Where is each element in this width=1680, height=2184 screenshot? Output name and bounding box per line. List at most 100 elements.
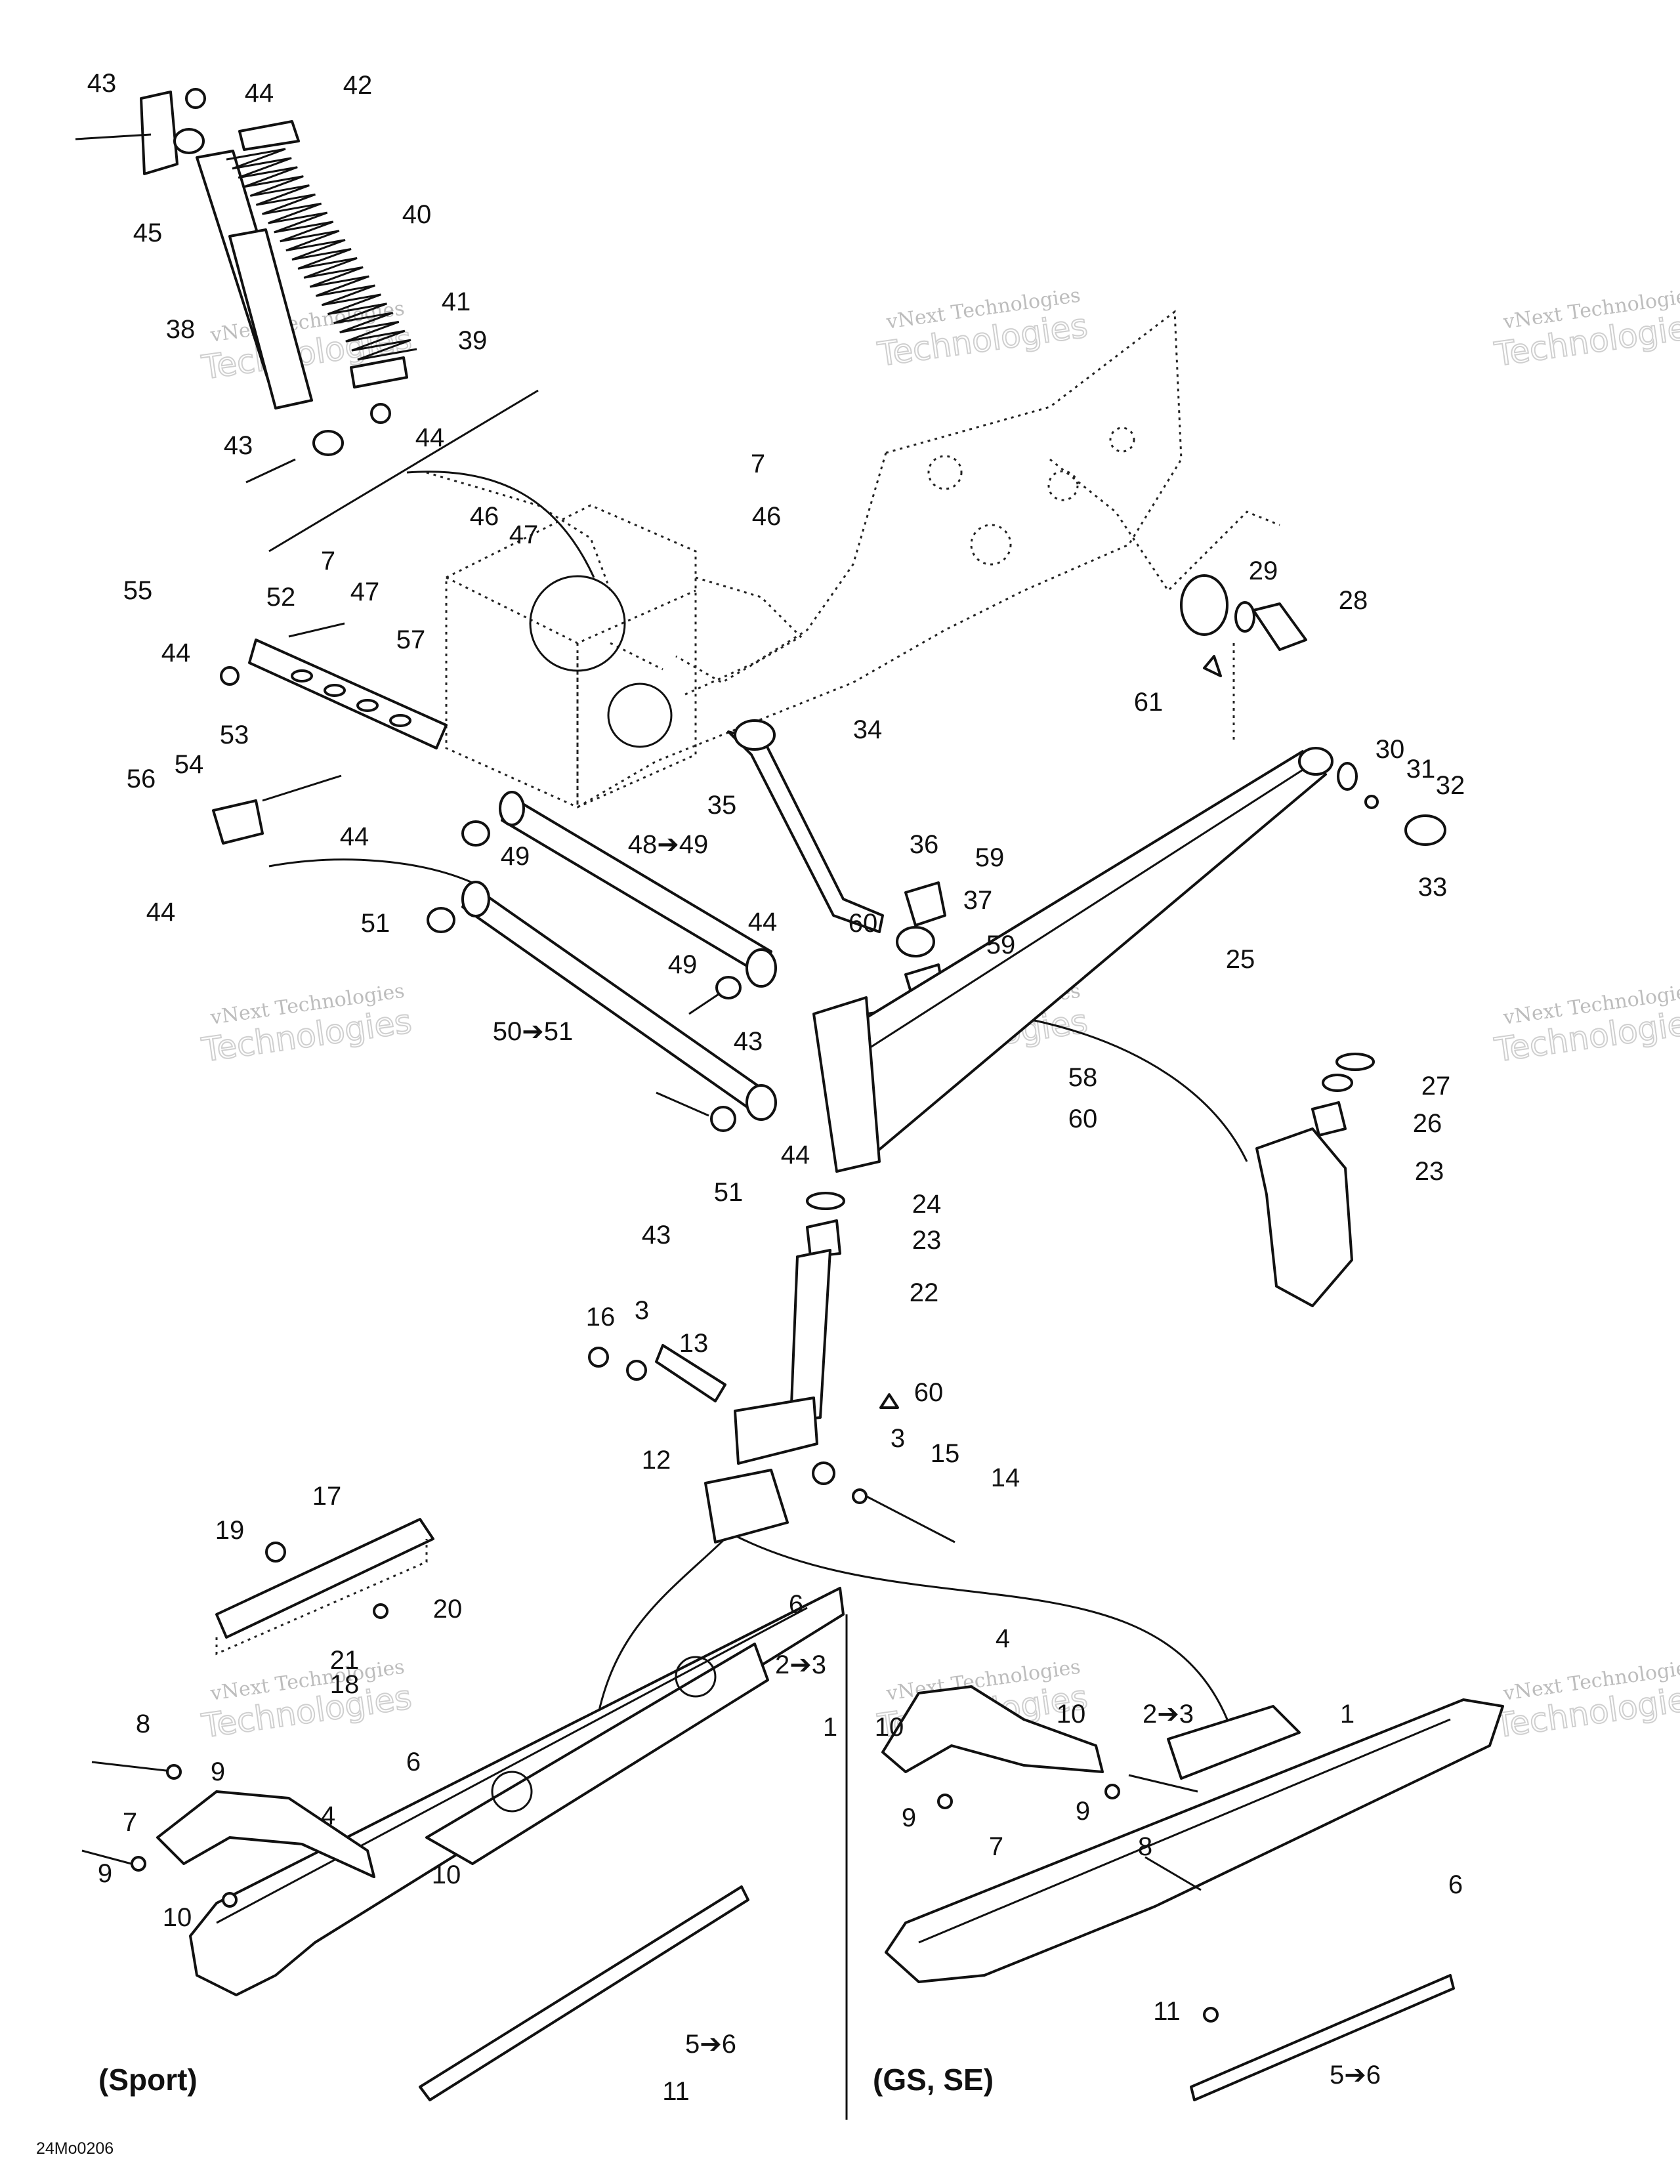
callout-label: 46 xyxy=(752,502,782,531)
callout-label: 44 xyxy=(245,79,274,108)
callout-label: 3 xyxy=(635,1296,649,1325)
callout-label: 10 xyxy=(432,1860,461,1889)
callout-label: 56 xyxy=(127,765,156,793)
trailing-arms xyxy=(427,791,777,1132)
callout-label: 48➔49 xyxy=(628,830,709,859)
suspension-beam xyxy=(812,747,1446,1173)
callout-label: 44 xyxy=(340,822,369,851)
callout-label: 57 xyxy=(396,625,426,654)
callout-label: 32 xyxy=(1436,771,1465,800)
callout-label: 11 xyxy=(662,2077,690,2106)
callout-label: 3 xyxy=(891,1424,905,1453)
callout-label: 52 xyxy=(266,583,296,612)
callout-label: 43 xyxy=(87,69,117,98)
callout-label: 38 xyxy=(166,315,196,344)
callout-label: 23 xyxy=(912,1226,942,1255)
callout-label: 42 xyxy=(343,71,373,100)
callout-label: 5➔6 xyxy=(685,2030,736,2059)
callout-label: 61 xyxy=(1134,688,1164,717)
callout-label: 49 xyxy=(501,842,530,871)
callout-label: 59 xyxy=(986,931,1016,959)
callout-label: 2➔3 xyxy=(1143,1700,1194,1729)
callout-label: 6 xyxy=(1448,1870,1463,1899)
callout-label: 45 xyxy=(133,219,163,247)
callout-label: 7 xyxy=(751,450,765,478)
callout-label: 9 xyxy=(902,1803,916,1832)
spindle-inset xyxy=(1255,1053,1375,1307)
callout-label: 21 xyxy=(330,1646,360,1675)
callout-label: 14 xyxy=(991,1463,1020,1492)
callout-label: 4 xyxy=(321,1801,335,1830)
callout-label: 44 xyxy=(748,908,778,936)
callout-label: 47 xyxy=(509,520,539,549)
callout-label: 10 xyxy=(875,1713,904,1742)
pivot-bushings xyxy=(1180,574,1307,677)
callout-label: 33 xyxy=(1418,873,1448,902)
callout-label: 44 xyxy=(415,423,445,452)
callout-label: 1 xyxy=(823,1713,837,1742)
callout-label: 24 xyxy=(912,1190,942,1219)
variant-label: (GS, SE) xyxy=(873,2063,994,2097)
drawing-reference-code: 24Mo0206 xyxy=(36,2139,114,2158)
callout-label: 60 xyxy=(849,909,878,938)
callout-label: 51 xyxy=(714,1178,744,1207)
callout-label: 7 xyxy=(321,547,335,576)
callout-label: 44 xyxy=(781,1141,810,1169)
chassis-bracket-box xyxy=(445,504,697,808)
variant-labels: (Sport) (GS, SE) xyxy=(98,2063,994,2097)
callout-label: 43 xyxy=(642,1221,671,1250)
callout-label: 8 xyxy=(136,1710,150,1738)
callout-label: 58 xyxy=(1068,1063,1098,1092)
callout-label: 16 xyxy=(586,1303,616,1332)
callout-label: 43 xyxy=(734,1027,763,1056)
callout-label: 43 xyxy=(224,431,253,460)
callout-label: 4 xyxy=(996,1624,1010,1653)
callout-label: 19 xyxy=(215,1516,245,1545)
gs-se-ski xyxy=(881,1685,1504,2101)
spindle xyxy=(588,1192,956,1544)
callout-label: 15 xyxy=(931,1439,960,1468)
coil-spring xyxy=(226,120,417,424)
callout-label: 28 xyxy=(1339,586,1368,615)
callout-label: 59 xyxy=(975,843,1005,872)
callout-label: 44 xyxy=(161,639,191,667)
callout-label: 22 xyxy=(910,1278,939,1307)
callout-label: 41 xyxy=(442,287,471,316)
runner-inset xyxy=(215,1518,434,1656)
callout-label: 6 xyxy=(789,1590,803,1619)
callout-label: 9 xyxy=(211,1757,225,1786)
callout-label: 50➔51 xyxy=(493,1017,574,1046)
callout-label: 1 xyxy=(1340,1700,1354,1729)
callout-label: 46 xyxy=(470,502,499,531)
callout-label: 10 xyxy=(1057,1700,1086,1729)
callout-label: 60 xyxy=(1068,1104,1098,1133)
callout-label: 7 xyxy=(123,1808,137,1837)
callout-label: 35 xyxy=(707,791,737,820)
callout-label: 31 xyxy=(1406,755,1436,784)
callout-label: 30 xyxy=(1376,735,1405,764)
callout-label: 36 xyxy=(910,830,939,859)
shock-absorber xyxy=(75,88,344,484)
callout-label: 9 xyxy=(98,1859,112,1888)
callout-label: 34 xyxy=(853,715,883,744)
callout-label: 53 xyxy=(220,721,249,749)
callout-label: 26 xyxy=(1413,1109,1442,1138)
callout-label: 7 xyxy=(989,1832,1003,1861)
callout-label: 39 xyxy=(458,326,488,355)
callout-label: 18 xyxy=(330,1670,360,1699)
link-bracket xyxy=(212,622,448,845)
callout-label: 12 xyxy=(642,1446,671,1475)
callout-label: 51 xyxy=(361,909,390,938)
sport-ski xyxy=(81,1587,845,2101)
callout-label: 6 xyxy=(406,1748,421,1776)
callout-label: 27 xyxy=(1421,1072,1451,1101)
variant-label: (Sport) xyxy=(98,2063,198,2097)
callout-label: 8 xyxy=(1138,1832,1152,1861)
callout-label: 44 xyxy=(146,898,176,927)
callout-label: 47 xyxy=(350,578,380,606)
callout-label: 9 xyxy=(1076,1797,1090,1826)
callout-label: 49 xyxy=(668,950,698,979)
callout-label: 29 xyxy=(1249,556,1278,585)
